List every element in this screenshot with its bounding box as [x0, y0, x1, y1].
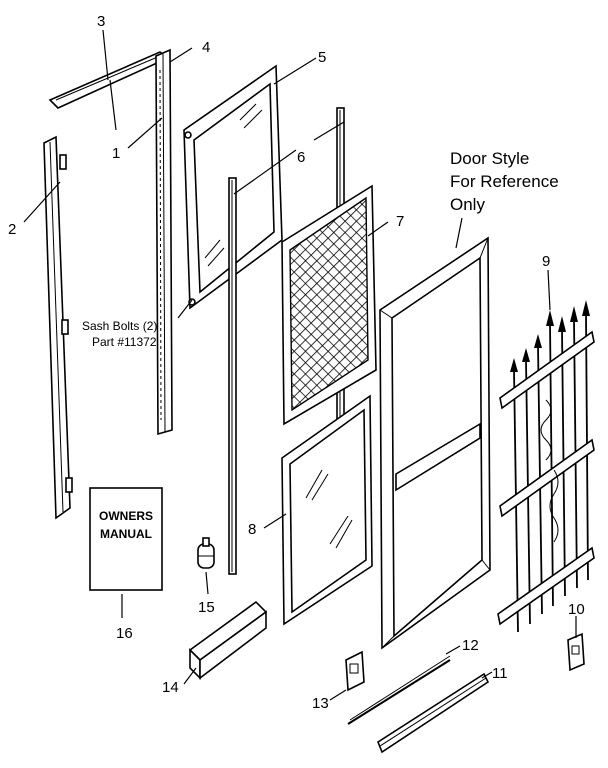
callout-16: 16: [116, 625, 133, 642]
door-note-line3: Only: [450, 195, 485, 214]
door-note-line1: Door Style: [450, 149, 529, 168]
part-3-top-rail: [48, 51, 170, 109]
part-15-cylinder: [197, 537, 215, 569]
part-10-latch-plate: [567, 632, 585, 672]
callout-7: 7: [396, 213, 404, 230]
part-4-channel: [155, 48, 173, 436]
callout-5: 5: [318, 49, 326, 66]
sash-note-line2: Part #11372: [92, 335, 157, 349]
callout-9: 9: [542, 253, 550, 270]
part-12-strip: [347, 655, 451, 725]
callout-13: 13: [312, 695, 329, 712]
manual-line2: MANUAL: [100, 527, 152, 541]
door-style-note: Door Style For Reference Only: [450, 149, 559, 214]
callout-11: 11: [492, 665, 508, 682]
owners-manual: OWNERS MANUAL: [89, 487, 163, 591]
sash-note-line1: Sash Bolts (2): [82, 319, 157, 333]
callout-numbers: 1 2 3 4 5 6 7 8 9 10 11 12 13 14 15 16: [8, 13, 585, 712]
callout-2: 2: [8, 221, 16, 238]
part-8-glass-panel: [281, 394, 373, 626]
manual-line1: OWNERS: [99, 509, 153, 523]
callout-1: 1: [112, 145, 120, 162]
callout-14: 14: [162, 679, 179, 696]
part-2-side-rail: [43, 135, 73, 520]
sash-bolts-note: Sash Bolts (2) Part #11372: [82, 319, 157, 349]
part-14-block: [188, 600, 268, 680]
leader-lines: [23, 29, 577, 701]
part-9-grille: [497, 300, 595, 633]
callout-8: 8: [248, 521, 256, 538]
callout-6: 6: [297, 149, 305, 166]
callout-15: 15: [198, 599, 215, 616]
door-note-line2: For Reference: [450, 172, 559, 191]
callout-4: 4: [202, 39, 210, 56]
door-reference: [379, 236, 491, 650]
part-7-screen: [281, 184, 377, 426]
part-11-sweep: [377, 672, 490, 754]
part-13-latch-plate: [345, 650, 365, 692]
callout-12: 12: [462, 637, 479, 654]
callout-3: 3: [97, 13, 105, 30]
callout-10: 10: [568, 601, 585, 618]
